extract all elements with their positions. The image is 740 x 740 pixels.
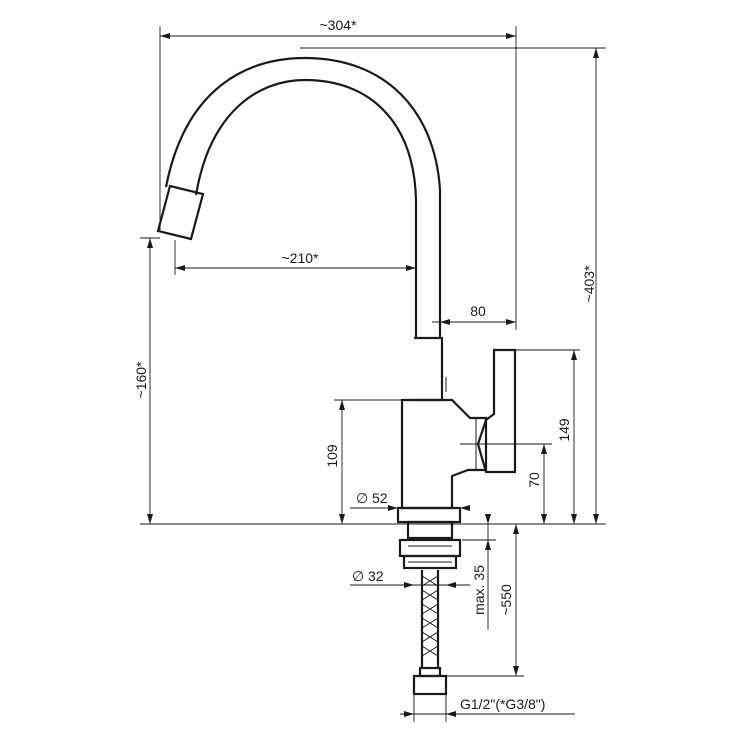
connection-thread-label: G1/2"(*G3/8") — [460, 696, 545, 712]
overall-height-label: ~403* — [581, 265, 597, 303]
mounting-assembly — [398, 520, 462, 696]
base-diameter-label: 52 — [372, 490, 388, 506]
dimension-lines — [140, 26, 606, 722]
handle-offset-label: 80 — [470, 303, 486, 319]
shank-upper — [406, 520, 454, 540]
dimension-labels: ~304* ~210* 80 ~403* ~160* 109 149 70 ∅ … — [133, 17, 597, 712]
spout-reach-label: ~210* — [282, 250, 320, 266]
hose-nut — [412, 674, 448, 696]
shank-diameter-symbol: ∅ — [352, 568, 364, 584]
base-ring — [396, 506, 462, 524]
lever-height-label: 70 — [526, 472, 542, 488]
hose-fitting — [418, 666, 442, 678]
hose-length-label: ~550 — [498, 584, 514, 616]
faucet-body — [156, 56, 517, 524]
spout-outer-arc — [164, 56, 442, 338]
shank-diameter-label: 32 — [368, 568, 384, 584]
overall-width-label: ~304* — [320, 17, 358, 33]
lever-handle — [476, 348, 517, 474]
handle-height-label: 149 — [556, 418, 572, 442]
riser-collar — [414, 336, 444, 402]
base-diameter-symbol: ∅ — [356, 490, 368, 506]
hose-braid-pattern — [421, 575, 439, 657]
spout-inner-arc — [194, 78, 418, 338]
braided-hose — [420, 570, 440, 668]
mounting-nut — [398, 538, 462, 558]
max-counter-label: max. 35 — [471, 565, 487, 615]
body-height-label: 109 — [324, 444, 340, 468]
mixer-body — [400, 398, 488, 510]
aerator-tip — [156, 184, 205, 241]
mounting-washer — [402, 554, 458, 570]
spout-height-label: ~160* — [133, 361, 149, 399]
